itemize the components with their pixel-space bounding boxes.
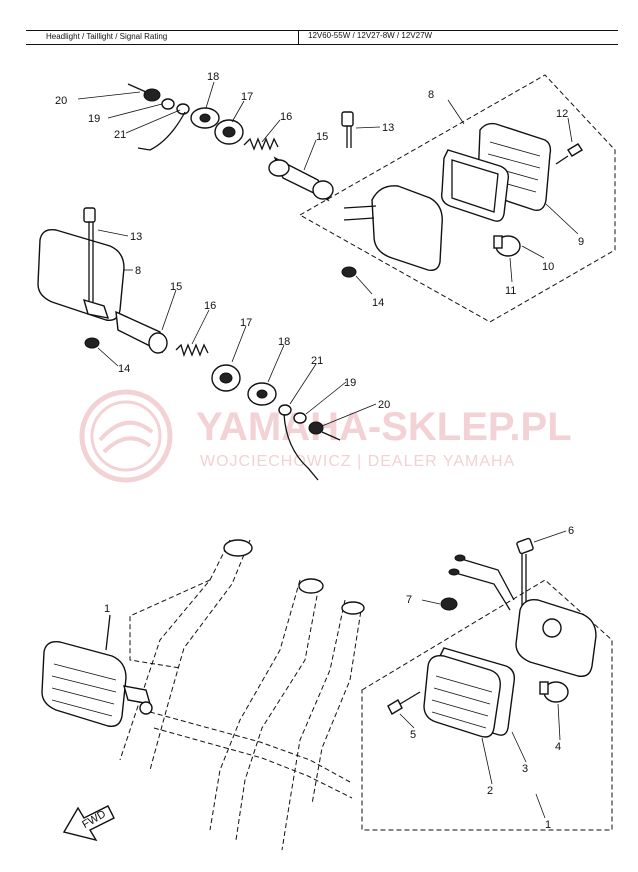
callouts-upper-right: 20 19 21 18 17 16 15 13 8 12 9 10 11 14 <box>55 71 584 309</box>
callout-21: 21 <box>311 355 323 367</box>
callout-8: 8 <box>428 89 434 101</box>
callout-5: 5 <box>410 729 416 741</box>
callout-3: 3 <box>522 763 528 775</box>
callout-14: 14 <box>372 297 384 309</box>
watermark-main-text: YAMAHA-SKLEP.PL <box>196 405 572 449</box>
callout-18: 18 <box>278 336 290 348</box>
callout-10: 10 <box>542 261 554 273</box>
callout-6: 6 <box>568 525 574 537</box>
callout-8: 8 <box>135 265 141 277</box>
callout-13: 13 <box>130 231 142 243</box>
callout-20: 20 <box>55 95 67 107</box>
callout-1: 1 <box>104 603 110 615</box>
rating-header-bar: Headlight / Taillight / Signal Rating 12… <box>26 30 618 45</box>
leader-lines <box>77 81 579 819</box>
callout-19: 19 <box>344 377 356 389</box>
callout-11: 11 <box>505 285 516 297</box>
group-box-8-right <box>298 74 616 323</box>
callout-20: 20 <box>378 399 390 411</box>
group-box-1-right <box>361 579 613 831</box>
callout-1: 1 <box>545 819 551 831</box>
callout-4: 4 <box>555 741 561 753</box>
callout-12: 12 <box>556 108 568 120</box>
rating-header-right: 12V60-55W / 12V27-8W / 12V27W <box>308 31 433 40</box>
callout-19: 19 <box>88 113 100 125</box>
callout-9: 9 <box>578 236 584 248</box>
callout-15: 15 <box>316 131 328 143</box>
watermark-sub-text: WOJCIECHOWICZ | DEALER YAMAHA <box>200 453 515 470</box>
callout-17: 17 <box>241 91 253 103</box>
rating-header-divider <box>298 30 300 45</box>
callout-15: 15 <box>170 281 182 293</box>
signal-housing-left <box>37 229 125 321</box>
watermark: YAMAHA-SKLEP.PL WOJCIECHOWICZ | DEALER Y… <box>79 389 572 483</box>
callout-2: 2 <box>487 785 493 797</box>
signal-housing-right <box>371 185 443 272</box>
callout-7: 7 <box>406 594 412 606</box>
callouts-bottom: 1 6 7 5 4 3 2 1 <box>104 525 574 831</box>
upper-right-signal-assembly <box>127 74 616 323</box>
callout-18: 18 <box>207 71 219 83</box>
callout-17: 17 <box>240 317 252 329</box>
frame-and-bottom-signal: FWD <box>41 537 613 851</box>
callout-16: 16 <box>280 111 292 123</box>
callouts-upper-left: 13 8 15 16 17 18 21 19 20 14 <box>118 231 390 411</box>
callout-16: 16 <box>204 300 216 312</box>
rating-header-left: Headlight / Taillight / Signal Rating <box>46 32 168 41</box>
callout-14: 14 <box>118 363 130 375</box>
callout-13: 13 <box>382 122 394 134</box>
upper-left-signal-assembly <box>37 207 341 481</box>
fwd-arrow-icon <box>62 805 115 842</box>
callout-21: 21 <box>114 129 126 141</box>
